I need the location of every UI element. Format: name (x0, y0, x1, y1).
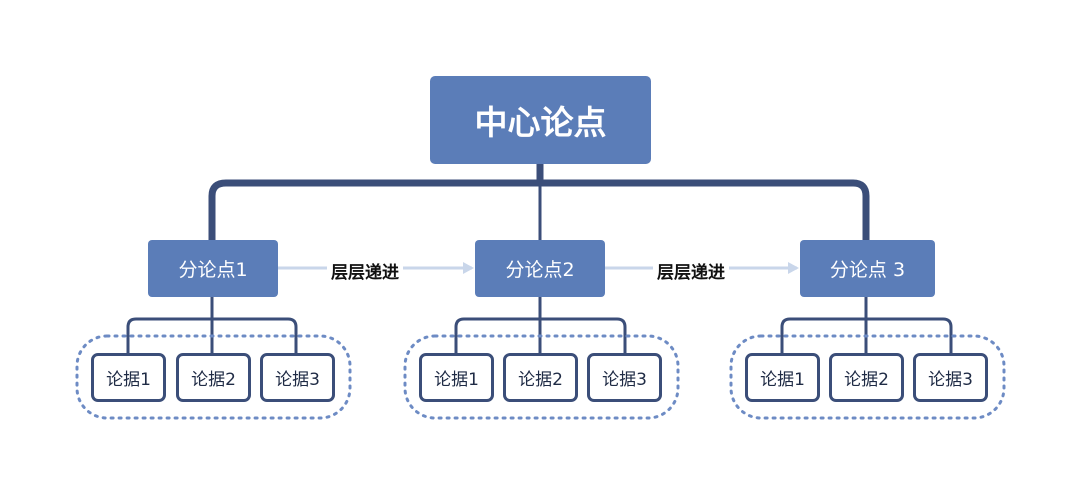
evidence-label: 论据3 (602, 370, 647, 390)
sub-point-label-2: 分论点2 (505, 259, 575, 281)
evidence-connector-3 (780, 297, 953, 353)
evidence-label: 论据1 (760, 370, 805, 390)
evidence-connector-2 (454, 297, 627, 353)
central-point-node: 中心论点 (430, 76, 651, 164)
evidence-connector-1 (126, 297, 298, 353)
sub-point-label-3: 分论点 3 (829, 259, 906, 281)
progression-label-2: 层层递进 (653, 258, 729, 283)
central-point-label: 中心论点 (474, 103, 607, 142)
evidence-box-3-3: 论据3 (913, 353, 988, 402)
evidence-label: 论据2 (844, 370, 889, 390)
evidence-group-outline-2 (403, 334, 680, 420)
evidence-group-outline-1 (75, 334, 352, 420)
sub-point-node-1: 分论点1 (148, 240, 278, 297)
evidence-box-2-3: 论据3 (587, 353, 662, 402)
evidence-label: 论据1 (434, 370, 479, 390)
evidence-label: 论据1 (106, 370, 151, 390)
evidence-label: 论据3 (928, 370, 973, 390)
evidence-box-3-2: 论据2 (829, 353, 904, 402)
progression-label-1: 层层递进 (327, 258, 403, 283)
sub-point-label-1: 分论点1 (178, 259, 248, 281)
evidence-label: 论据2 (518, 370, 563, 390)
evidence-box-1-3: 论据3 (260, 353, 335, 402)
evidence-box-1-1: 论据1 (91, 353, 166, 402)
evidence-group-outline-3 (729, 334, 1006, 420)
evidence-box-3-1: 论据1 (745, 353, 820, 402)
sub-point-node-3: 分论点 3 (800, 240, 935, 297)
evidence-box-2-2: 论据2 (503, 353, 578, 402)
evidence-box-1-2: 论据2 (176, 353, 251, 402)
evidence-label: 论据3 (275, 370, 320, 390)
evidence-label: 论据2 (191, 370, 236, 390)
evidence-box-2-1: 论据1 (419, 353, 494, 402)
sub-point-node-2: 分论点2 (475, 240, 605, 297)
